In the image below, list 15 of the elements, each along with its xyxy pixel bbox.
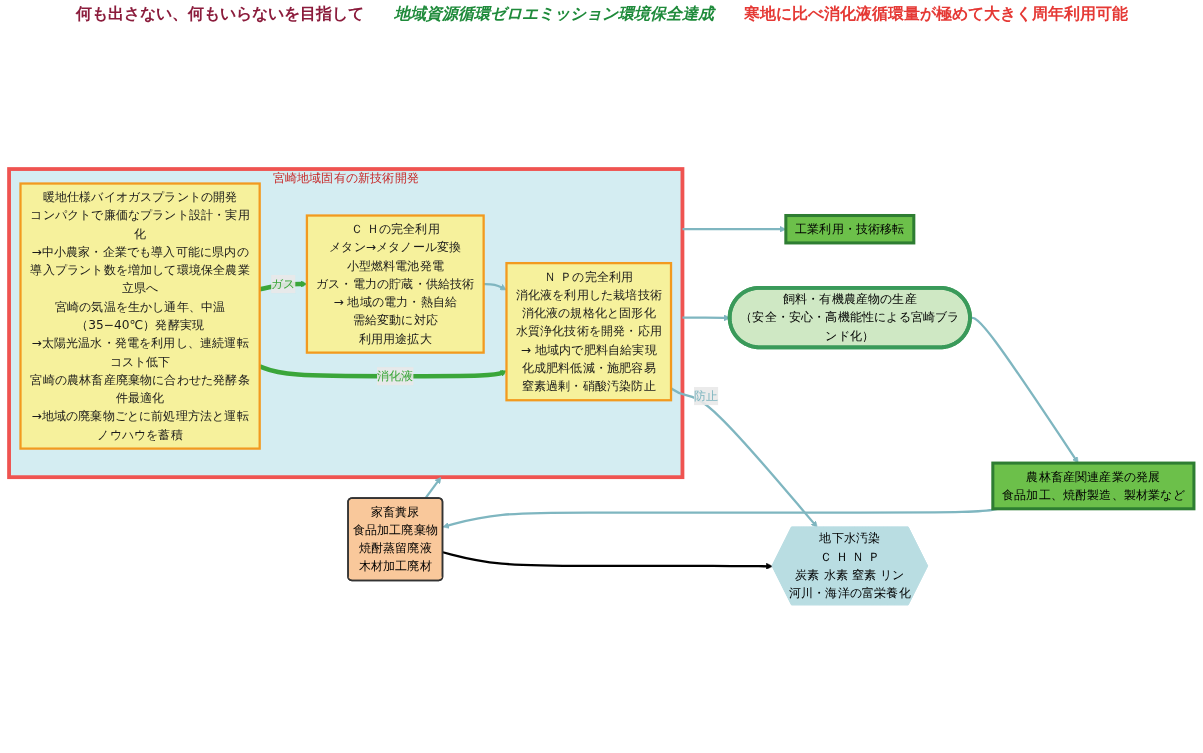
arrow <box>970 316 1079 464</box>
node-box: 農林畜産関連産業の発展 食品加工、焼酎製造、製材業など <box>991 461 1196 511</box>
arrow <box>483 282 507 291</box>
note-text: 寒地に比べ消化液循環量が極めて大きく周年利用可能 <box>743 4 1128 25</box>
edge-label: ガス <box>271 276 296 291</box>
note-text: 地域資源循環ゼロエミッション環境保全達成 <box>393 4 714 25</box>
node-box: 暖地仕様バイオガスプラントの開発 コンパクトで廉価なプラント設計・実用化 →中小農家・企業でも導入可能に県内の導入プラント数を増加して環境保全農業立県へ 宮崎の気温を生かし通年、中温（35−40℃）発酵実現 →太陽光温水・発電を利用し、連続運転コスト低下 宮崎の農林畜産廃棄物に合わせた発酵条件最適化 →地域の廃棄物ごとに前処理方法と運転ノウハウを蓄積 <box>19 182 261 450</box>
edge-label: 消化液 <box>376 368 414 384</box>
node-box: Ｎ Ｐの完全利用 消化液を利用した栽培技術 消化液の規格化と固形化 水質浄化技術を開発・応用 → 地域内で肥料自給実現 化成肥料低減・施肥容易 窒素過剰・硝酸汚染防止 <box>505 261 673 402</box>
arrow <box>442 551 773 570</box>
node-box: Ｃ Ｈの完全利用 メタン→メタノール変換 小型燃料電池発電 ガス・電力の貯蔵・供給技術 → 地域の電力・熱自給 需給変動に対応 利用用途拡大 <box>305 214 485 354</box>
note-text: 何も出さない、何もいらないを目指して <box>75 4 364 25</box>
node-box: 工業利用・技術移転 <box>784 213 916 245</box>
edge-label: 防止 <box>693 388 719 403</box>
arrow <box>424 476 442 499</box>
